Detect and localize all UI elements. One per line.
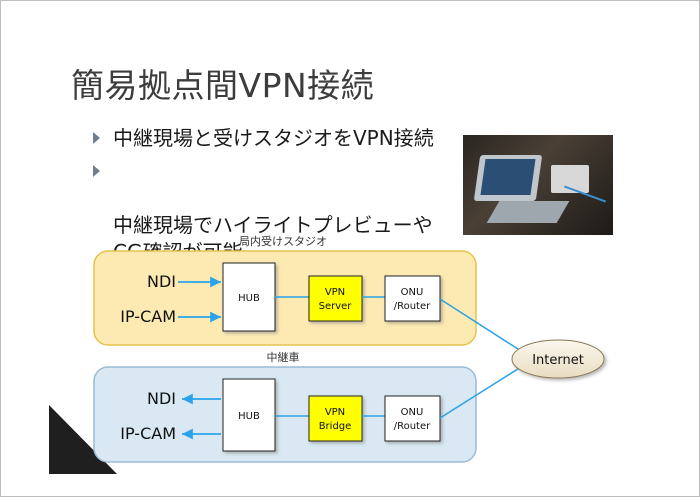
relay-onu-line2: /Router [394,421,431,432]
studio-onu-line2: /Router [394,301,431,312]
studio-internet-link [439,298,522,352]
relay-hub-label: HUB [238,411,260,422]
internet-cloud [511,339,605,379]
relay-onu-line1: ONU [401,407,424,418]
studio-hub-box [222,262,276,332]
studio-onu-box [384,275,441,322]
relay-vpn-line2: Bridge [319,421,352,432]
relay-vpn-line1: VPN [325,407,345,418]
studio-vpn-line2: Server [319,301,353,312]
bullet-item: 中継現場と受けスタジオをVPN接続 [81,125,434,152]
slide-title: 簡易拠点間VPN接続 [71,66,375,105]
studio-hub-label: HUB [238,293,260,304]
relay-internet-link [439,366,522,419]
relay-output-ndi: NDI [147,389,176,408]
triangle-bullet-icon [93,132,100,144]
studio-input-ndi: NDI [147,272,176,291]
internet-label: Internet [532,353,584,368]
relay-output-ipcam: IP-CAM [120,424,176,443]
relay-hub-box [222,378,276,452]
setup-photo [463,135,613,235]
relay-label: 中継車 [267,350,300,364]
bullet-text: 中継現場と受けスタジオをVPN接続 [113,126,434,150]
relay-vpn-bridge-box [308,395,363,442]
studio-input-ipcam: IP-CAM [120,307,176,326]
studio-vpn-server-box [308,275,363,322]
studio-group-box [93,250,477,346]
studio-label: 局内受けスタジオ [239,234,327,248]
relay-onu-box [384,395,441,442]
studio-onu-line1: ONU [401,287,424,298]
studio-vpn-line1: VPN [325,287,345,298]
triangle-bullet-icon [93,165,100,177]
